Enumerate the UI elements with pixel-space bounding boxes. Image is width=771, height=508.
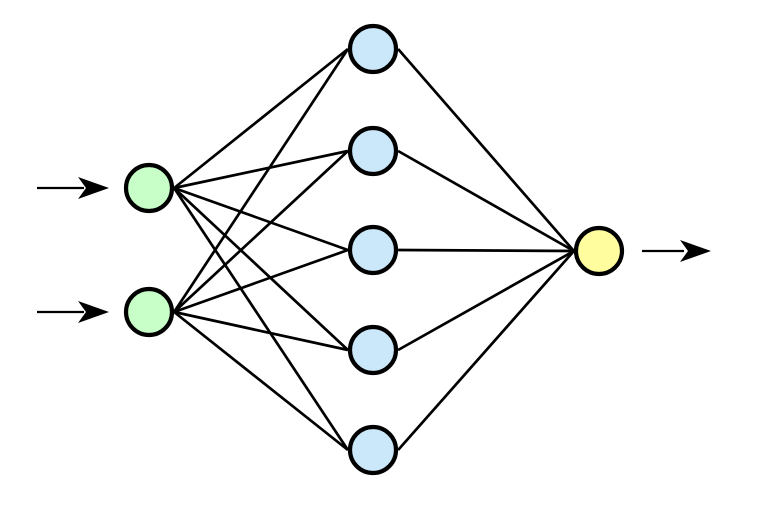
edges-group [172,47,575,452]
edge-i2-h5 [173,310,349,452]
arrows-group [37,177,711,323]
input-node-2 [123,286,175,338]
input-arrow-1-head [78,177,109,199]
hidden-node-3 [347,224,399,276]
edge-h1-o1 [397,48,575,252]
edge-i2-h4 [173,310,349,352]
edge-h5-o1 [397,250,575,451]
edge-i1-h1 [173,47,349,190]
input-arrow-2-head [78,301,109,323]
output-arrow-head [680,240,711,262]
output-arrow [642,240,711,262]
input-arrow-1 [37,177,109,199]
edge-i1-h2 [173,149,349,190]
hidden-node-1 [347,23,399,75]
hidden-node-5 [347,424,399,476]
edge-h3-o1 [398,248,574,253]
edge-i1-h5 [172,187,350,451]
nodes-group [123,23,625,476]
edge-h4-o1 [397,249,575,352]
edge-i1-h3 [173,186,349,252]
input-arrow-2 [37,301,109,323]
output-node-1 [573,225,625,277]
edge-i2-h1 [172,48,350,313]
hidden-node-4 [347,324,399,376]
edge-i2-h3 [173,248,349,314]
edge-i2-h2 [173,150,349,313]
hidden-node-2 [347,125,399,177]
edge-i1-h4 [173,187,349,351]
input-node-1 [123,162,175,214]
edge-h2-o1 [397,149,575,253]
